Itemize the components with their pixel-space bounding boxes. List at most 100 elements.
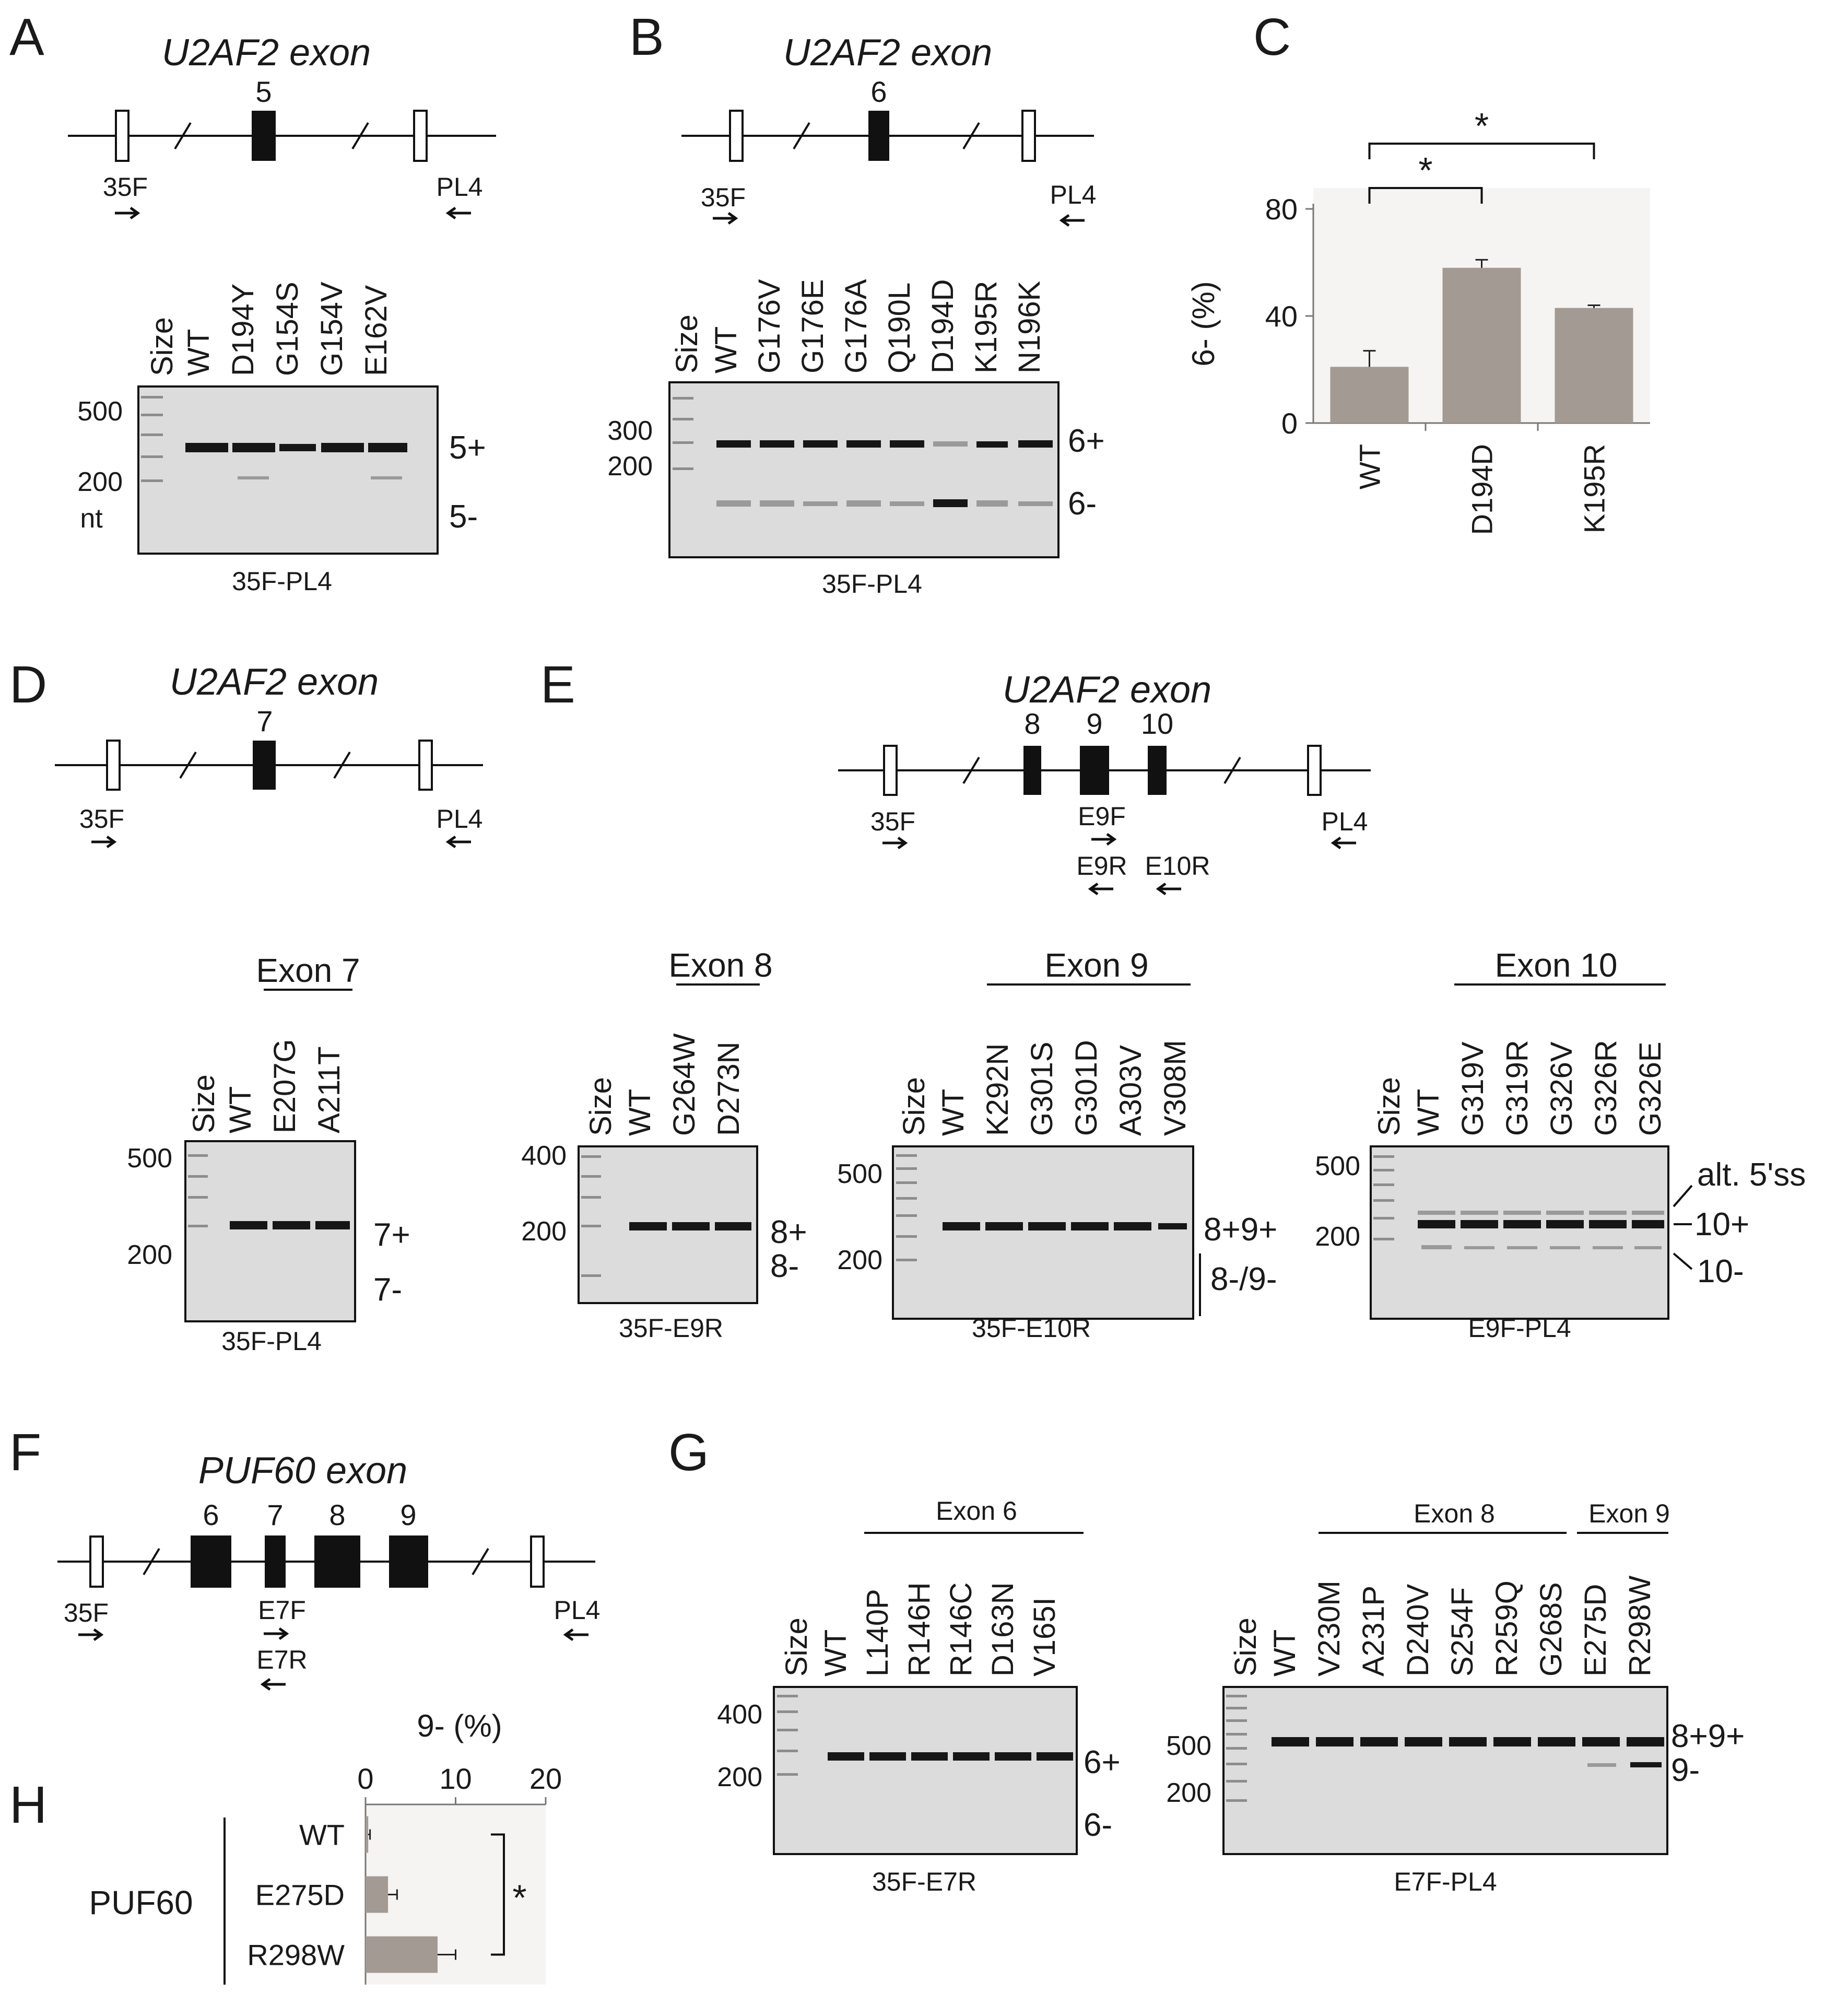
gel-lane-label: K195R <box>969 281 1003 373</box>
panel-b: B U2AF2 exon 6 35F PL4 Size WT G176V G17… <box>607 8 1104 599</box>
exon-number-d: 7 <box>256 705 273 737</box>
gel-d: Exon 7 Size WT E207G A211T 500 200 7+ 7-… <box>127 952 410 1356</box>
exon-box-d <box>253 741 276 790</box>
gel-lane-label: WT <box>1268 1629 1302 1677</box>
ladder-band <box>777 1710 798 1713</box>
ladder-band <box>1226 1747 1247 1750</box>
size-marker-label: 200 <box>837 1245 882 1275</box>
primer-pair-label: 35F-PL4 <box>221 1327 322 1356</box>
gel-band <box>672 1222 710 1230</box>
gel-lane-label: G326E <box>1633 1041 1667 1136</box>
gel-band-faint <box>1546 1211 1584 1215</box>
primer-pl4-a: PL4 <box>437 172 483 202</box>
gel-band <box>995 1752 1031 1761</box>
gel-lane-label: Q190L <box>882 283 916 373</box>
size-marker-label: 200 <box>717 1762 762 1792</box>
band-label: 5- <box>449 499 478 535</box>
ladder-band <box>1226 1763 1247 1765</box>
exon-group-label: Exon 7 <box>256 952 360 989</box>
chart-c-significance-star: * <box>1475 105 1489 146</box>
gel-band <box>1272 1737 1309 1746</box>
primer-pl4-b: PL4 <box>1050 180 1097 209</box>
exon-box-flank-left-a <box>115 110 130 162</box>
break-mark-f2 <box>472 1547 489 1576</box>
arrow-right-icon <box>78 1628 104 1642</box>
chart-c-tick-label: 40 <box>1265 300 1298 333</box>
gel-band <box>321 443 364 452</box>
panel-letter-c: C <box>1253 8 1291 66</box>
arrow-left-icon <box>563 1628 588 1642</box>
panel-e: E U2AF2 exon 8 9 10 35F PL4 E9F E9R E10R… <box>521 655 1806 1343</box>
chart-c-ylabel: 6- (%) <box>1186 281 1221 366</box>
gel-lane-label: R146C <box>944 1582 978 1677</box>
exon-number-f: 9 <box>400 1498 416 1531</box>
gel-lane-label: V165I <box>1028 1597 1062 1677</box>
gel-band-faint <box>371 476 402 479</box>
gel-lane-label: K292N <box>981 1044 1015 1136</box>
gel-lane-label: G176A <box>839 279 873 373</box>
ladder-band <box>896 1154 917 1157</box>
gel-band <box>1071 1222 1109 1230</box>
primer-pair-label: 35F-PL4 <box>232 567 332 596</box>
gel-image-e3 <box>1370 1145 1669 1320</box>
exon-box-flank-right-a <box>413 110 428 162</box>
band-label: alt. 5'ss <box>1697 1157 1806 1193</box>
gel-lane-label: Size <box>187 1074 221 1133</box>
primer-35f-f: 35F <box>64 1598 109 1627</box>
size-marker-label: 500 <box>1315 1151 1360 1181</box>
exon-box-flank-left-d <box>106 740 121 791</box>
band-label: 8+9+ <box>1204 1212 1277 1248</box>
chart-h-tick-label: 0 <box>357 1762 373 1795</box>
gel-band <box>943 1222 980 1230</box>
chart-c-category-label: K195R <box>1578 444 1611 533</box>
break-mark-e1 <box>962 756 980 784</box>
band-label: 9- <box>1671 1752 1700 1788</box>
exon-group-label: Exon 6 <box>936 1496 1017 1526</box>
exon-box-flank-right-d <box>418 740 433 791</box>
gel-image-e2 <box>892 1145 1194 1320</box>
ladder-band <box>1226 1799 1247 1802</box>
gel-lane-label: D273N <box>712 1041 746 1136</box>
gel-lane-label: A231P <box>1357 1586 1391 1677</box>
gel-lane-label: WT <box>1411 1089 1445 1136</box>
band-label: 8+9+ <box>1671 1718 1745 1754</box>
exon-box-f7 <box>265 1535 286 1588</box>
gel-band <box>1018 440 1053 448</box>
ladder-band <box>896 1235 917 1238</box>
gel-band <box>1316 1737 1353 1746</box>
gel-band <box>1418 1220 1455 1228</box>
panel-a: A U2AF2 exon 5 35F PL4 Size WT D194Y G15… <box>9 8 496 596</box>
gel-band-faint <box>1421 1245 1452 1249</box>
break-mark-f1 <box>143 1547 160 1576</box>
size-marker-label: 500 <box>77 396 123 427</box>
panel-letter-d: D <box>9 655 47 714</box>
ladder-band <box>896 1167 917 1170</box>
panel-letter-f: F <box>9 1423 41 1482</box>
gel-lane-label: Size <box>897 1077 931 1136</box>
gel-lane-label: WT <box>936 1089 970 1136</box>
ladder-band <box>1373 1183 1394 1186</box>
gel-lane-label: A211T <box>312 1046 346 1133</box>
exon-number-a: 5 <box>255 75 272 108</box>
row-group-label: PUF60 <box>89 1884 193 1921</box>
gel-lane-label: G319R <box>1500 1040 1534 1136</box>
band-label: 10+ <box>1694 1206 1749 1242</box>
gel-lane-label: A303V <box>1114 1045 1148 1136</box>
gel-a: Size WT D194Y G154S G154V E162V 500 200 … <box>77 282 486 596</box>
gel-lane-label: D240V <box>1401 1584 1435 1677</box>
gel-lane-label: G301S <box>1025 1041 1059 1136</box>
gel-band-faint <box>1018 501 1053 506</box>
gel-image-g1 <box>773 1686 1078 1855</box>
gel-band-faint <box>976 500 1008 507</box>
gel-band-faint <box>238 476 269 479</box>
band-label: 8-/9- <box>1210 1261 1277 1297</box>
gel-lane-label: E162V <box>359 285 393 376</box>
gel-band-faint <box>1589 1211 1627 1215</box>
gel-image-g2 <box>1222 1686 1668 1855</box>
gel-band-faint <box>1461 1211 1498 1215</box>
gel-band <box>716 440 751 448</box>
exon-number-e: 9 <box>1086 707 1102 740</box>
